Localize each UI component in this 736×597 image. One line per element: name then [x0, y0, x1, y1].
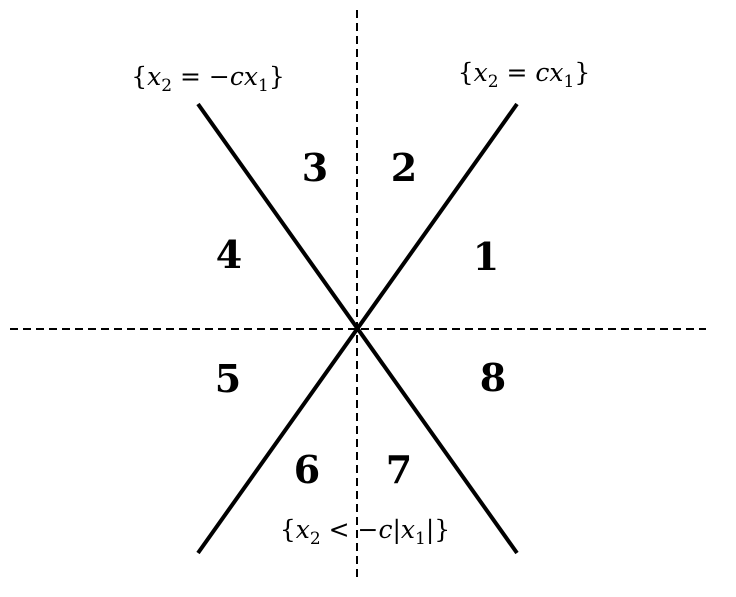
region-1-label: 1 [473, 234, 499, 279]
region-8-label: 8 [480, 355, 506, 400]
region-5-label: 5 [215, 356, 241, 401]
region-6-label: 6 [294, 447, 320, 492]
line-positive-slope [196, 102, 519, 555]
bottom-region-label: {x2 < −c|x1|} [280, 515, 450, 549]
region-7-label: 7 [386, 447, 412, 492]
right-line-label: {x2 = cx1} [458, 58, 591, 92]
region-4-label: 4 [216, 232, 242, 277]
region-3-label: 3 [302, 145, 328, 190]
region-2-label: 2 [391, 145, 417, 190]
left-line-label: {x2 = −cx1} [131, 62, 285, 96]
